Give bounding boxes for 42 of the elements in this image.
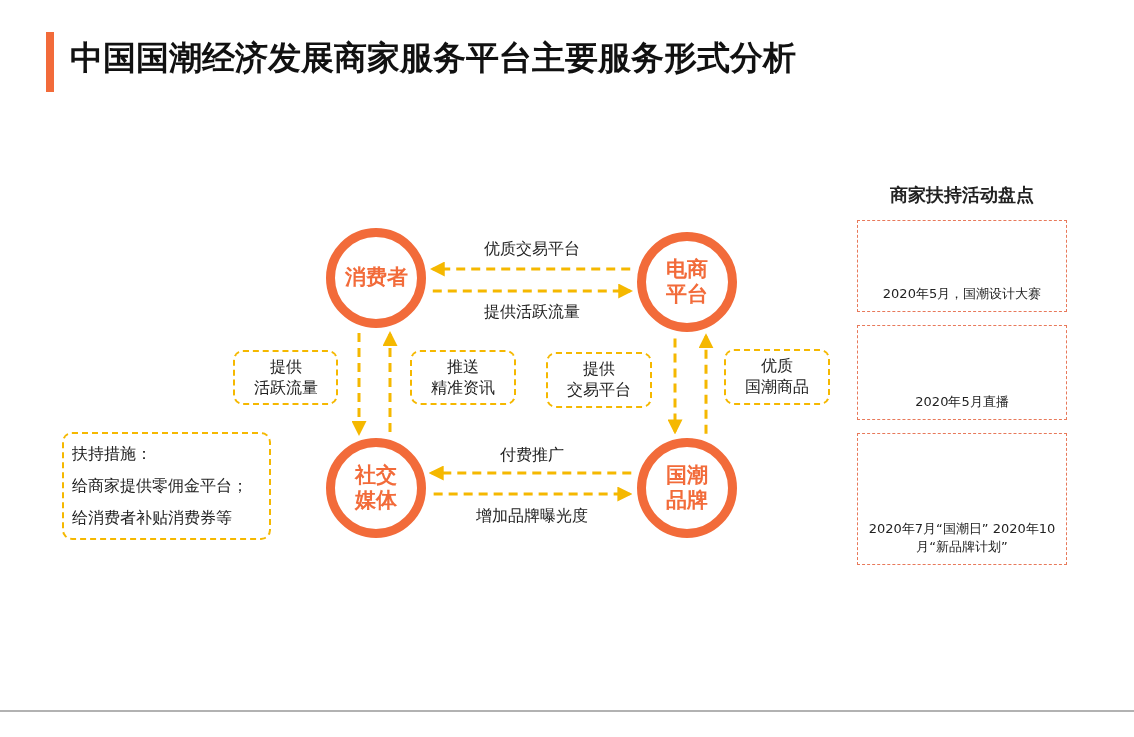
arrow: [698, 333, 714, 434]
node-text: 给商家提供零佣金平台；: [72, 475, 248, 497]
edge-label: 提供活跃流量: [481, 301, 583, 323]
entity-circle: [326, 228, 426, 328]
node-text: 提供: [583, 359, 615, 380]
edge-label: 增加品牌曝光度: [473, 505, 591, 527]
node-text: 交易平台: [567, 380, 631, 401]
edge-label: 付费推广: [497, 444, 567, 466]
node-text: 国潮品牌: [665, 462, 709, 514]
entity-circle: [637, 438, 737, 538]
node-text: 社交媒体: [353, 462, 398, 514]
arrow: [432, 283, 634, 299]
node-text: 精准资讯: [431, 377, 495, 399]
activity-card: [857, 325, 1067, 420]
node-text: 消费者: [344, 265, 408, 291]
dashed-note-box: [724, 349, 830, 405]
node-text: 2020年7月“国潮日” 2020年10月“新品牌计划”: [867, 520, 1057, 556]
node-text: 2020年5月直播: [915, 393, 1009, 411]
activity-card: [857, 220, 1067, 312]
node-text: 2020年5月，国潮设计大赛: [882, 285, 1042, 303]
arrow: [428, 465, 632, 481]
node-text: 扶持措施：: [72, 443, 152, 465]
entity-circle: [326, 438, 426, 538]
node-text: 给消费者补贴消费券等: [72, 507, 232, 529]
dashed-note-box: [410, 350, 516, 405]
arrow: [667, 338, 683, 435]
arrow: [433, 486, 633, 502]
node-text: 活跃流量: [253, 377, 318, 399]
node-text: 国潮商品: [745, 377, 809, 398]
dashed-note-box: [546, 352, 652, 408]
arrow: [382, 331, 398, 432]
entity-circle: [637, 232, 737, 332]
node-text: 电商平台: [665, 256, 709, 308]
dashed-note-box: [233, 350, 338, 405]
title: 中国国潮经济发展商家服务平台主要服务形式分析: [70, 37, 796, 79]
node-text: 推送: [447, 356, 479, 378]
arrow: [429, 261, 631, 277]
activity-card: [857, 433, 1067, 565]
node-text: 优质: [761, 356, 793, 377]
arrow: [351, 333, 367, 436]
node-text: 提供: [269, 356, 302, 378]
dashed-note-box: [62, 432, 271, 540]
